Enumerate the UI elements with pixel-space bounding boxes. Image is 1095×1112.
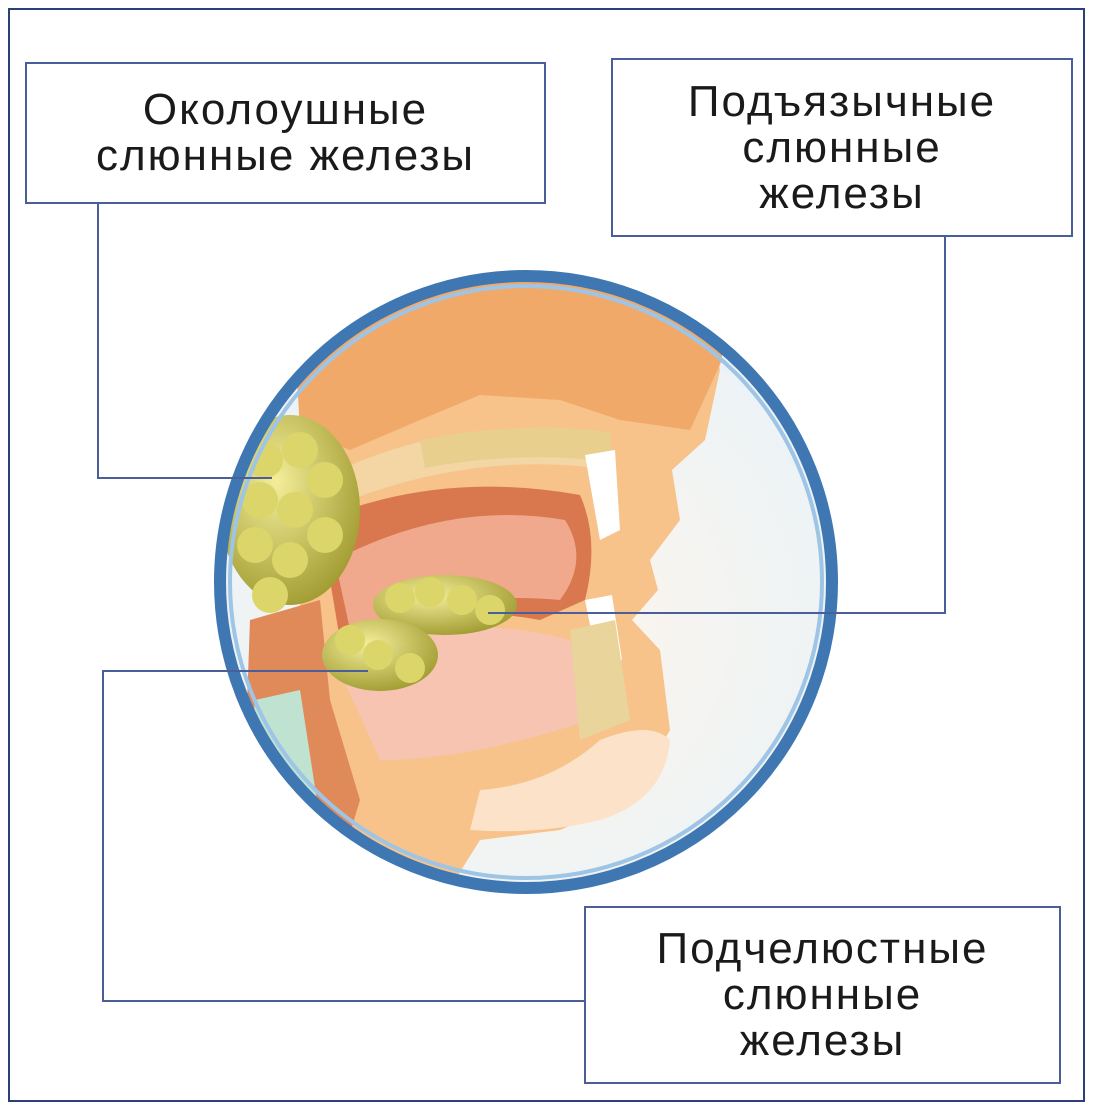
parotid-label-box: Околоушные слюнные железы bbox=[25, 62, 546, 204]
submandibular-label-line-3: железы bbox=[740, 1018, 905, 1064]
submandibular-label-line-1: Подчелюстные bbox=[657, 926, 989, 972]
parotid-label-line-1: Околоушные bbox=[143, 87, 428, 133]
sublingual-label-box: Подъязычные слюнные железы bbox=[611, 58, 1073, 237]
submandibular-label-box: Подчелюстные слюнные железы bbox=[584, 906, 1061, 1084]
submandibular-label-line-2: слюнные bbox=[723, 972, 922, 1018]
sublingual-label-line-1: Подъязычные bbox=[688, 79, 996, 125]
sublingual-label-line-2: слюнные bbox=[742, 125, 941, 171]
sublingual-label-line-3: железы bbox=[759, 171, 924, 217]
parotid-label-line-2: слюнные железы bbox=[96, 133, 475, 179]
